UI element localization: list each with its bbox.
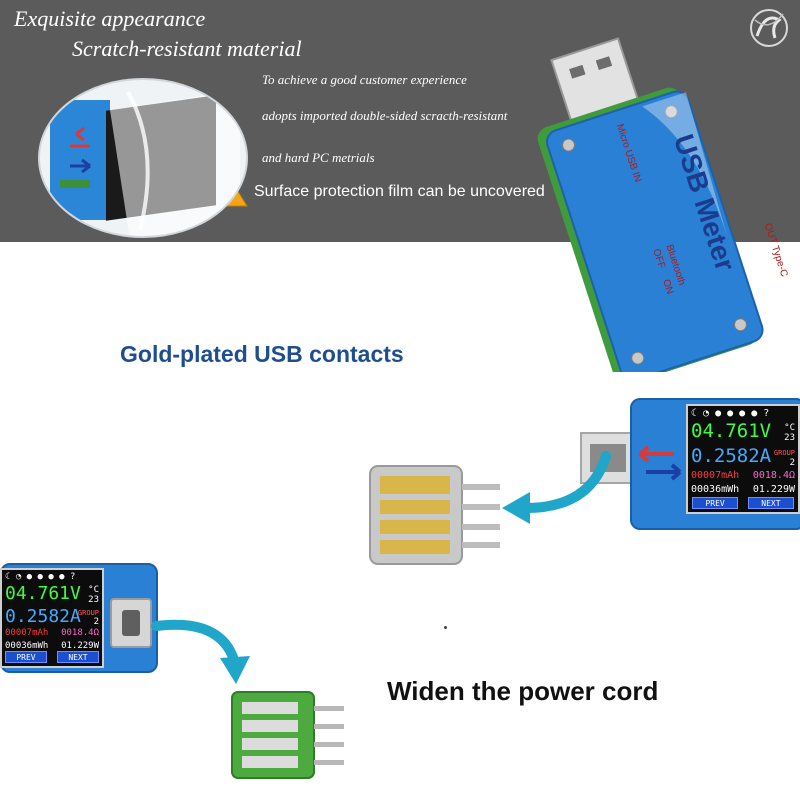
caption-widen-cord: Widen the power cord [387,676,659,706]
screen-status-icons: ☾ ◔ ● ● ● ● ? [691,408,770,419]
film-peel-illustration [50,90,240,236]
temperature-readout: 23 [784,433,795,443]
group-label: GROUP [773,449,795,457]
caption-gold-plated: Gold-plated USB contacts [120,341,404,367]
resistance-readout-left: 0018.4Ω [61,628,99,638]
gold-usb-connector [369,465,500,565]
swap-arrows-icon [638,445,682,481]
bluetooth-on-label: ON [660,278,675,296]
voltage-readout-left: 04.761V [5,583,81,604]
detail-line-1: To achieve a good customer experience [262,72,467,87]
screen-status-icons-left: ☾ ◔ ● ● ● ● ? [5,572,76,582]
green-type-c-connector [231,691,344,779]
prev-button[interactable]: PREV [692,497,739,509]
current-readout-left: 0.2582A [5,606,81,627]
voltage-readout: 04.761V [691,420,772,442]
meter-screen-right: ☾ ◔ ● ● ● ● ? 04.761V °C 23 0.2582A GROU… [686,404,800,514]
next-button[interactable]: NEXT [747,497,794,509]
current-readout: 0.2582A [691,445,772,467]
group-value-left: 2 [93,617,99,627]
arrow-to-gold-connector-icon [502,451,611,524]
arrow-to-green-connector-icon [151,619,250,684]
temperature-readout-left: 23 [88,595,99,605]
mwh-readout-left: 00036mWh [5,641,49,651]
stray-dot [444,626,447,629]
detail-line-2: adopts imported double-sided scracth-res… [262,108,508,123]
headline-material: Scratch-resistant material [72,36,302,61]
type-c-slot [122,610,140,636]
group-label-left: GROUP [77,609,99,617]
next-button-left[interactable]: NEXT [57,651,99,663]
power-readout: 01.229W [752,484,795,495]
mah-readout-left: 00007mAh [5,628,49,638]
temperature-unit-left: °C [88,585,99,595]
mwh-readout: 00036mWh [691,484,740,495]
group-value: 2 [789,458,795,468]
power-readout-left: 01.229W [61,641,99,651]
usb-meter-main: USB Meter Micro USB IN OUT Type-C Blueto… [537,37,790,372]
out-type-c-label: OUT Type-C [762,222,790,278]
headline-appearance: Exquisite appearance [14,6,206,31]
prev-button-left[interactable]: PREV [5,651,47,663]
warning-text: Surface protection film can be uncovered [254,183,545,200]
mah-readout: 00007mAh [691,470,740,481]
temperature-unit: °C [784,423,795,433]
resistance-readout: 0018.4Ω [752,470,795,481]
brand-logo-icon [750,9,788,47]
detail-line-3: and hard PC metrials [262,150,375,165]
meter-screen-left: ☾ ◔ ● ● ● ● ? 04.761V °C 23 0.2582A GROU… [0,568,104,668]
film-magnifier [38,78,248,238]
type-c-port [110,598,152,648]
